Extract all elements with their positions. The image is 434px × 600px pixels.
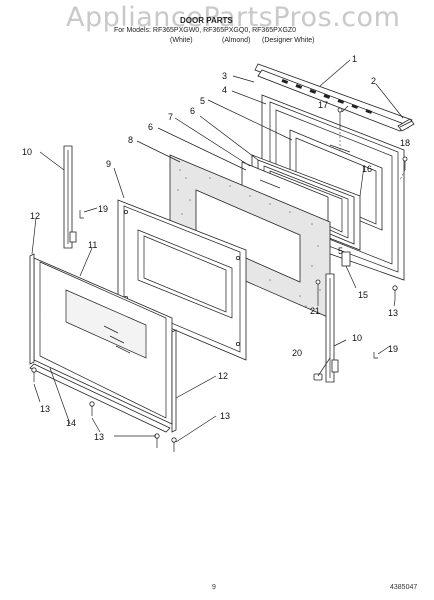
part-screw-17 [337,107,343,128]
callout-13-right: 13 [388,308,398,318]
part-clip-19-right [373,352,378,359]
callout-6: 6 [190,106,195,116]
page-number: 9 [212,584,216,591]
callout-4: 4 [222,85,227,95]
callout-17: 17 [318,100,328,110]
variant-white: (White) [170,37,193,44]
callout-6-lower: 6 [148,122,153,132]
part-side-trim-left [29,253,35,365]
callout-7: 7 [168,112,173,122]
callout-labels: 1 2 3 4 5 5 6 6 7 8 9 10 10 11 12 12 13 … [22,54,410,442]
diagram-title: DOOR PARTS [180,16,233,25]
callout-10: 10 [22,147,32,157]
part-inner-door-panel [117,199,247,361]
callout-10-right: 10 [352,333,362,343]
part-hinge-right [325,273,339,383]
part-screw-21 [315,279,321,300]
callout-2: 2 [371,76,376,86]
callout-12: 12 [30,211,40,221]
part-hinge-receptacle [341,251,351,267]
model-list: For Models: RF365PXGW0, RF365PXGQ0, RF36… [114,27,297,34]
variant-designer-white: (Designer White) [262,37,315,44]
callout-13-bottom: 13 [94,432,104,442]
document-number: 4385047 [390,584,418,591]
callout-13-left: 13 [40,404,50,414]
callout-15: 15 [358,290,368,300]
callout-11: 11 [88,240,97,250]
callout-13-right-bottom: 13 [220,411,230,421]
watermark: AppliancePartsPros.com [66,2,401,33]
variant-almond: (Almond) [222,37,251,44]
part-screw-18 [402,156,408,170]
part-screws-13 [31,285,398,452]
callout-5-lower: 5 [338,246,343,256]
part-screw-top [397,118,415,132]
callout-20: 20 [292,348,302,358]
callout-8: 8 [128,135,133,145]
part-hinge-left [63,145,77,249]
callout-19-right: 19 [388,344,398,354]
part-vent-trim [254,63,413,132]
callout-1: 1 [352,54,357,64]
leader-lines [31,59,406,443]
callout-5: 5 [200,96,205,106]
part-bumper-20 [313,373,323,381]
callout-16: 16 [362,164,372,174]
callout-3: 3 [222,71,227,81]
callout-14: 14 [66,418,76,428]
callout-18: 18 [400,138,410,148]
callout-19-left: 19 [98,204,108,214]
callout-12-right: 12 [218,371,228,381]
part-clip-19-left [79,210,84,219]
part-side-trim-right [171,329,177,433]
part-insulation [169,154,331,319]
callout-9: 9 [106,159,111,169]
part-bottom-trim [29,363,171,433]
callout-21: 21 [310,306,320,316]
